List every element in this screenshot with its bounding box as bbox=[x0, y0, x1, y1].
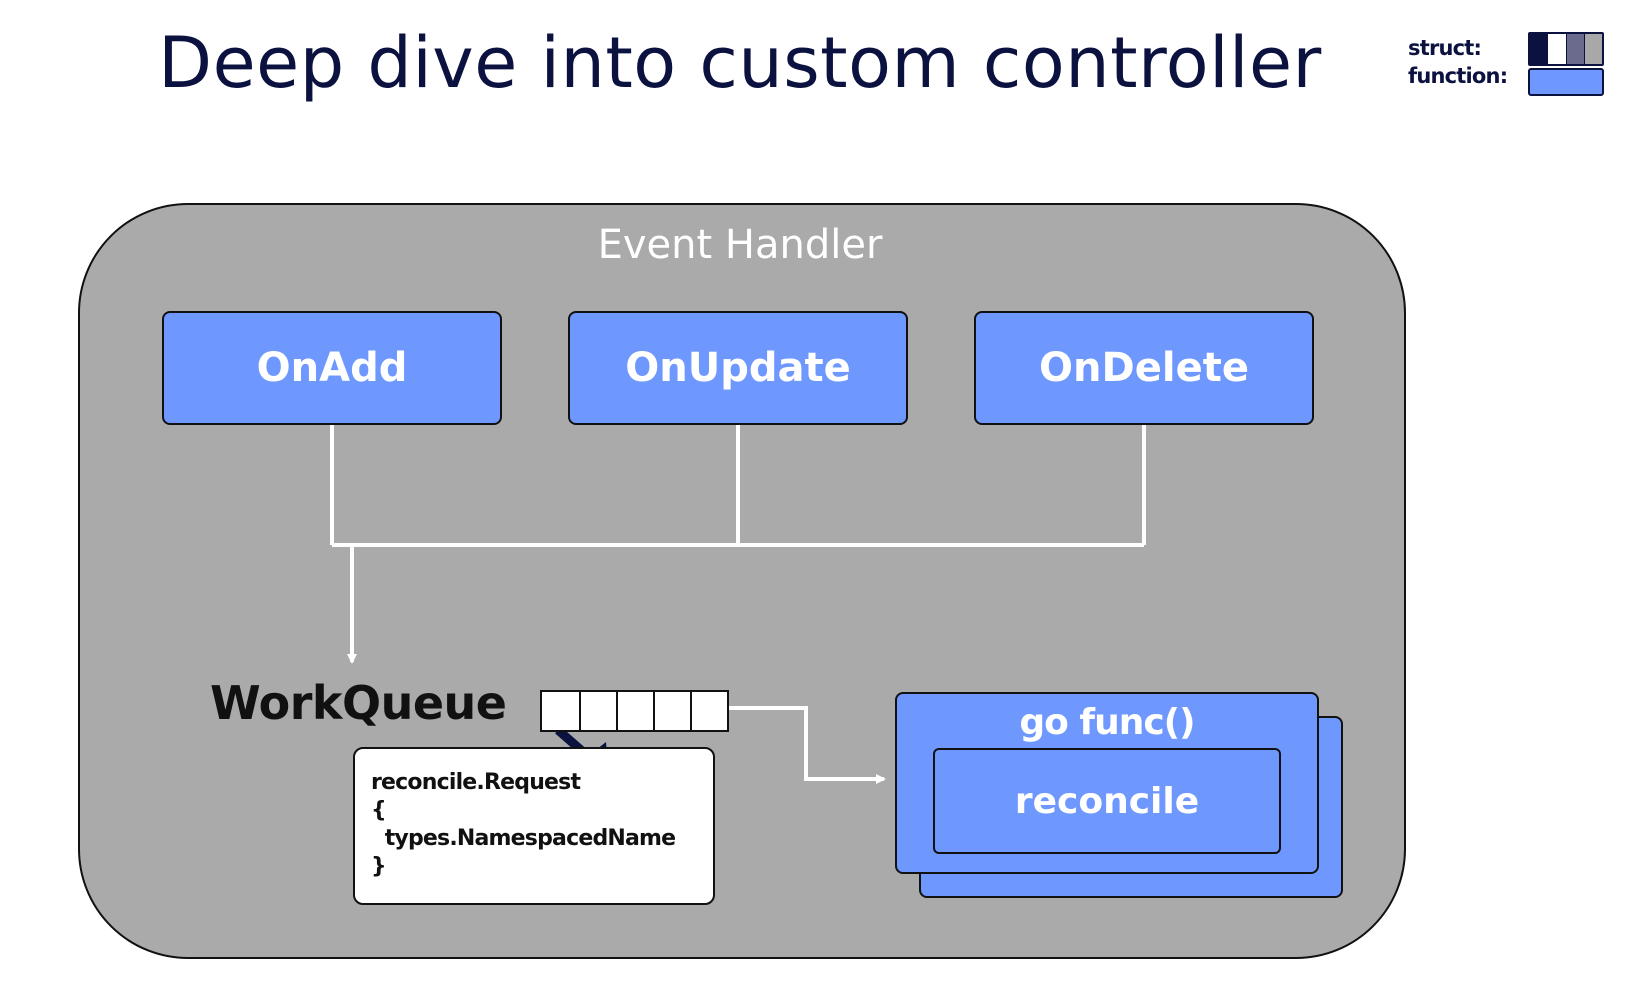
legend-struct-swatch bbox=[1528, 32, 1604, 66]
on-delete-box: OnDelete bbox=[974, 311, 1314, 425]
struct-swatch-segment bbox=[1530, 34, 1548, 64]
workqueue-label: WorkQueue bbox=[210, 676, 507, 730]
queue-slot bbox=[690, 692, 727, 730]
request-line: } bbox=[371, 854, 387, 879]
event-handler-title: Event Handler bbox=[597, 222, 883, 268]
legend: struct: function: bbox=[1408, 30, 1608, 100]
queue-slot bbox=[653, 692, 690, 730]
legend-function-label: function: bbox=[1408, 64, 1508, 88]
queue-slot bbox=[542, 692, 579, 730]
struct-swatch-segment bbox=[1583, 34, 1602, 64]
struct-swatch-segment bbox=[1565, 34, 1584, 64]
queue-slot bbox=[616, 692, 653, 730]
queue-slot bbox=[579, 692, 616, 730]
request-line: types.NamespacedName bbox=[371, 826, 676, 851]
go-func-label: go func() bbox=[1019, 702, 1195, 743]
request-line: { bbox=[371, 798, 387, 823]
request-line: reconcile.Request bbox=[371, 770, 581, 795]
on-add-box: OnAdd bbox=[162, 311, 502, 425]
legend-function-swatch bbox=[1528, 68, 1604, 96]
legend-struct-label: struct: bbox=[1408, 36, 1482, 60]
on-update-box: OnUpdate bbox=[568, 311, 908, 425]
reconcile-box: reconcile bbox=[933, 748, 1281, 854]
workqueue-slots bbox=[540, 690, 729, 732]
slide-title: Deep dive into custom controller bbox=[158, 22, 1322, 104]
struct-swatch-segment bbox=[1547, 34, 1566, 64]
go-func-box: go func() reconcile bbox=[895, 692, 1319, 874]
reconcile-request-struct: reconcile.Request { types.NamespacedName… bbox=[353, 747, 715, 905]
